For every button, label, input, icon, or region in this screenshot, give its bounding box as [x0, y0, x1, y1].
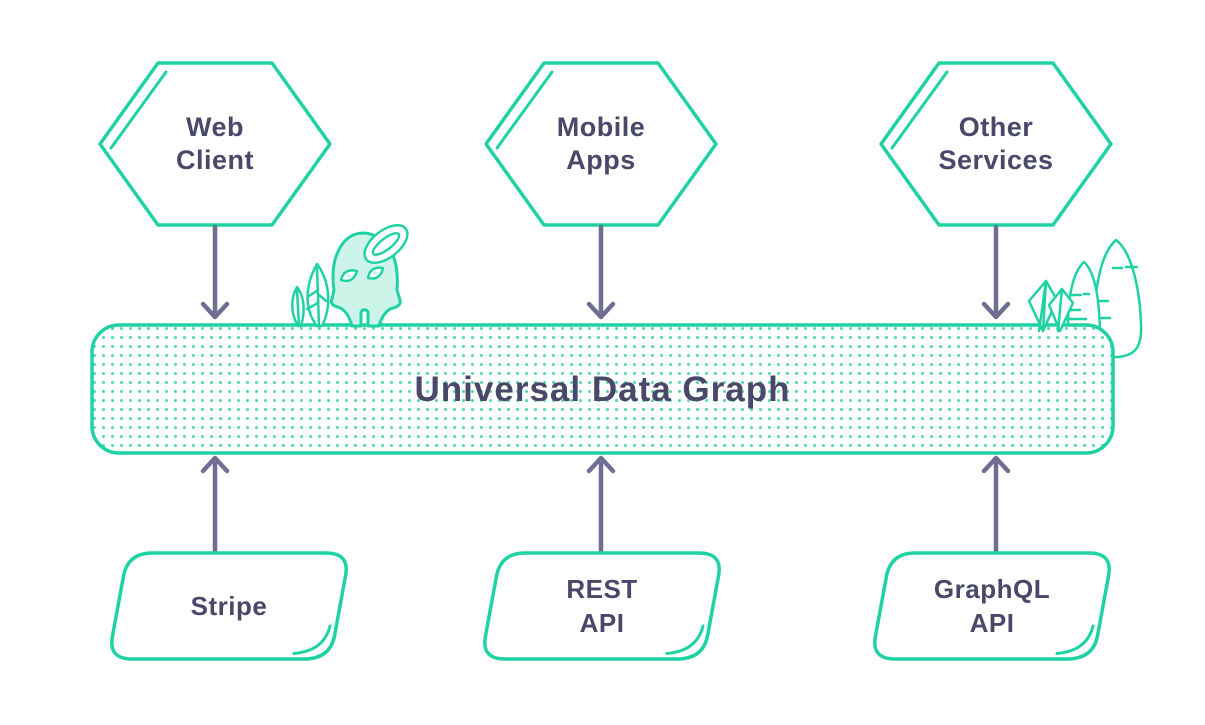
universal-data-graph-bar: [90, 323, 1115, 455]
hexagon-other-services: [879, 61, 1113, 227]
plant-icon-small: [291, 285, 305, 328]
source-box-graphql-api: [873, 551, 1111, 661]
client-node-label-web-client: Web Client: [175, 112, 254, 175]
client-node-label-mobile-apps: Mobile Apps: [556, 112, 646, 175]
arrow-up-stripe: [200, 455, 230, 554]
box-corner-accent: [1055, 624, 1095, 655]
arrow-up-graphql-api: [981, 455, 1011, 554]
halo-icon: [363, 224, 409, 264]
hexagon-accent-line: [109, 70, 168, 150]
crystal-icon: [1027, 279, 1075, 333]
source-node-label-rest-api: REST API: [566, 574, 638, 638]
client-node-label-other-services: Other Services: [938, 112, 1054, 175]
ghost-icon: [329, 224, 409, 328]
hexagon-web-client: [98, 61, 332, 227]
source-box-stripe: [110, 551, 348, 661]
arrow-down-other-services: [981, 224, 1011, 320]
ghost-eyes-icon: [339, 266, 385, 283]
source-node-label-graphql-api: GraphQL API: [933, 574, 1051, 638]
hill-icon-large: [1085, 238, 1143, 359]
source-box-rest-api: [483, 551, 721, 661]
hexagon-accent-line: [890, 70, 949, 150]
arrow-down-web-client: [200, 224, 230, 320]
diagram-title: Universal Data Graph: [414, 370, 791, 409]
source-node-label-stripe: Stripe: [190, 591, 268, 621]
dot-pattern: [90, 323, 1115, 455]
box-corner-accent: [292, 624, 332, 655]
hexagon-accent-line: [495, 70, 554, 150]
arrow-up-rest-api: [586, 455, 616, 554]
hexagon-mobile-apps: [484, 61, 718, 227]
plant-icon-large: [305, 262, 330, 328]
box-corner-accent: [665, 624, 705, 655]
arrow-down-mobile-apps: [586, 224, 616, 320]
